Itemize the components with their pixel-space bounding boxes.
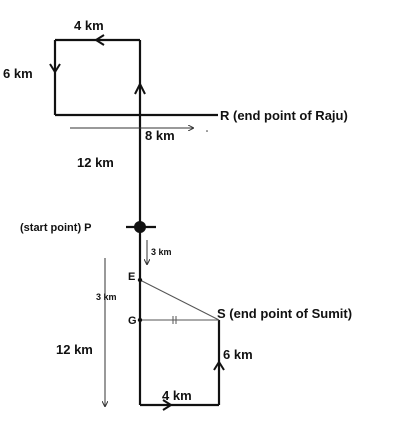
label-down-3km: 3 km (151, 247, 172, 257)
label-bottom-12km: 12 km (56, 342, 93, 357)
label-left-6km: 6 km (3, 66, 33, 81)
label-point-g: G (128, 315, 137, 327)
label-start-point: (start point) P (20, 222, 92, 234)
point-e-dot (137, 277, 143, 283)
label-raju-end: R (end point of Raju) (220, 108, 348, 123)
arrow-east-icon (162, 399, 173, 411)
arrow-north-icon (134, 81, 146, 95)
label-sumit-end: S (end point of Sumit) (217, 306, 352, 321)
label-top-4km: 4 km (74, 18, 104, 33)
arrow-north-sumit-icon (213, 360, 225, 371)
label-up-12km: 12 km (77, 155, 114, 170)
point-g-dot (137, 317, 143, 323)
label-point-e: E (128, 271, 135, 283)
arrow-south-icon (49, 63, 61, 74)
label-right-6km: 6 km (223, 347, 253, 362)
label-side-3km: 3 km (96, 292, 117, 302)
label-bottom-4km: 4 km (162, 388, 192, 403)
arrow-west-icon (94, 34, 105, 46)
line-e-to-s (139, 279, 220, 321)
label-8km: 8 km (145, 128, 175, 143)
small-dot (206, 130, 208, 132)
